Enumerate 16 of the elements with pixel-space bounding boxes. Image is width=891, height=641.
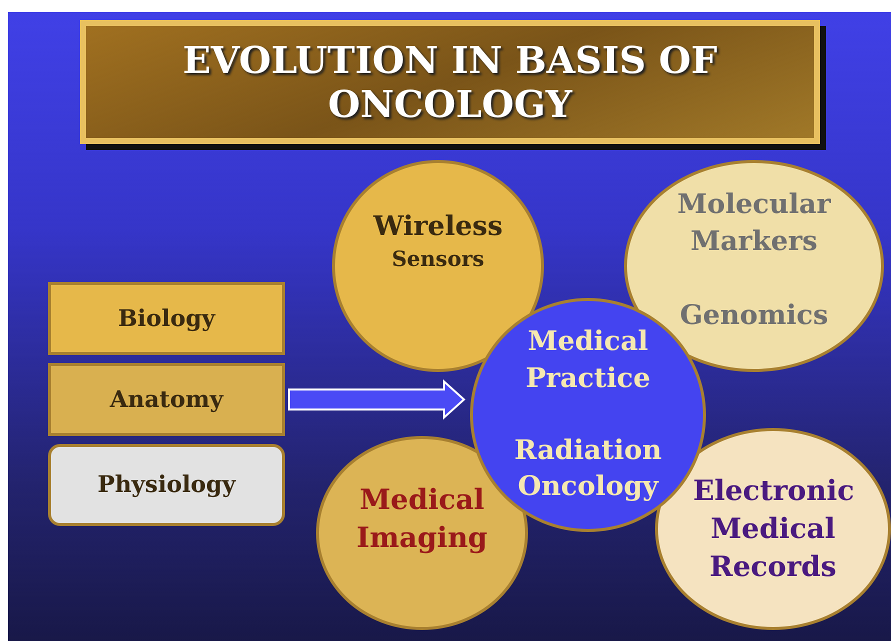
node-label: Radiation Oncology (513, 434, 663, 504)
node-label: Wireless (373, 210, 503, 244)
block-arrow (288, 379, 466, 420)
node-label: Medical Imaging (355, 482, 489, 556)
label-box (48, 444, 285, 526)
label-box (48, 363, 285, 436)
node-label: Medical Practice (524, 325, 652, 396)
node-label: Anatomy (110, 384, 224, 415)
node-label: Genomics (678, 299, 830, 334)
node-label: Physiology (98, 470, 236, 500)
node-label: Electronic Medical Records (693, 473, 853, 585)
label-box (48, 282, 285, 355)
title: EVOLUTION IN BASIS OF ONCOLOGY (182, 38, 718, 126)
node-label: Biology (118, 304, 216, 334)
node-label: Sensors (392, 245, 484, 274)
node-label: Molecular Markers (676, 188, 832, 259)
